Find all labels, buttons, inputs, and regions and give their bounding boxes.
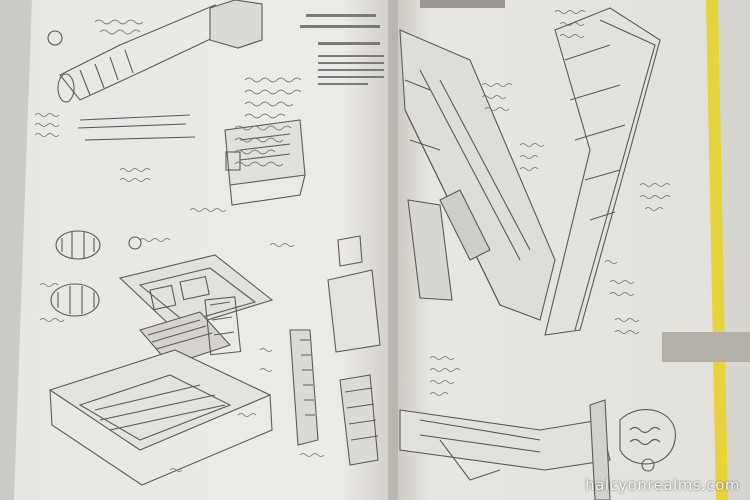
left-page-sketches xyxy=(47,0,381,486)
spine-shadow xyxy=(388,0,398,500)
handwritten-notes-right xyxy=(429,10,671,396)
sketch-lower-rifle xyxy=(399,399,611,500)
grey-tab xyxy=(662,332,750,362)
sketch-barrel xyxy=(47,0,263,103)
sketch-folding-stock xyxy=(544,7,661,336)
watermark: halcyonrealms.com xyxy=(585,476,740,494)
sketch-case xyxy=(48,254,274,486)
page-header-tab xyxy=(420,0,505,8)
sketch-mechanism xyxy=(619,409,676,472)
handwritten-notes-left xyxy=(34,19,325,472)
sketch-rod xyxy=(77,114,196,141)
sketch-rifle-magazine xyxy=(407,199,453,301)
sketch-magazines xyxy=(289,235,381,466)
printed-text-block xyxy=(300,14,384,85)
page-stack-edge xyxy=(718,0,750,500)
right-page-sketches xyxy=(399,7,676,500)
sketch-rifle-receiver xyxy=(399,29,556,321)
yellow-page-edge xyxy=(706,0,728,500)
sketch-grenades xyxy=(50,230,142,317)
sketch-receiver xyxy=(224,119,306,206)
